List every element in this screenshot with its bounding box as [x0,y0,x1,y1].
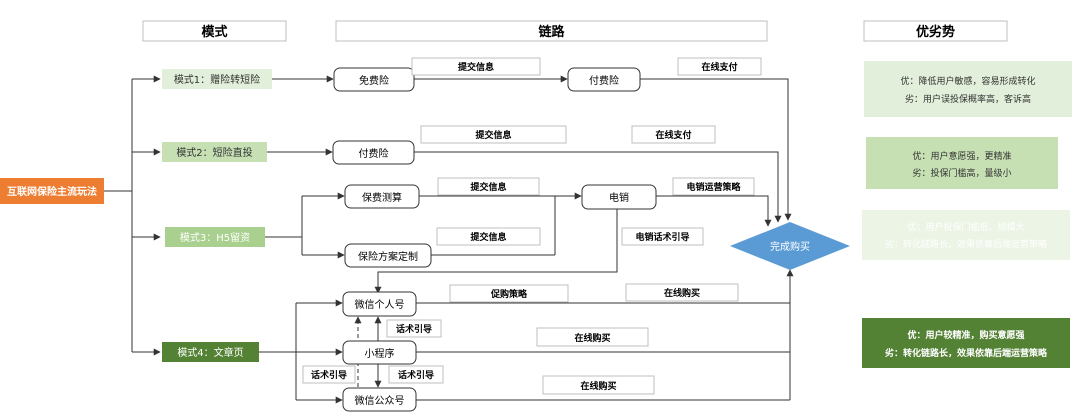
edge-labels: 提交信息 在线支付 提交信息 在线支付 提交信息 电销运营策略 提交信息 电销话… [302,57,762,395]
node-paid-insurance-1: 付费险 [567,67,641,92]
label-script-guide-3: 话术引导 [388,365,444,384]
svg-text:小程序: 小程序 [365,347,395,360]
label-script-guide-1: 话术引导 [386,319,442,338]
svg-text:在线购买: 在线购买 [580,380,616,392]
node-wechat-personal: 微信个人号 [342,291,417,317]
svg-text:微信公众号: 微信公众号 [355,394,405,407]
mode-3-box: 模式3：H5留资 [165,227,265,247]
label-buy-online-2: 在线购买 [536,327,649,347]
svg-text:劣：投保门槛高，量级小: 劣：投保门槛高，量级小 [912,167,1011,179]
root-node: 互联网保险主流玩法 [0,178,104,204]
svg-text:优：用户意愿强，更精准: 优：用户意愿强，更精准 [912,150,1011,162]
label-buy-online-1: 在线购买 [625,283,739,302]
header-chain: 链路 [335,20,768,42]
svg-text:提交信息: 提交信息 [470,231,506,243]
svg-text:保费测算: 保费测算 [362,191,402,204]
flow-lines [259,75,794,404]
svg-text:提交信息: 提交信息 [470,181,506,193]
header-pros-cons: 优劣势 [863,20,1008,42]
svg-text:提交信息: 提交信息 [475,129,511,141]
label-buy-online-3: 在线购买 [542,375,655,395]
label-submit-2: 提交信息 [420,125,567,144]
svg-text:模式3：H5留资: 模式3：H5留资 [180,231,250,244]
label-pay-online-2: 在线支付 [631,125,716,144]
svg-text:劣：转化链路长，效果依靠后端运营策略: 劣：转化链路长，效果依靠后端运营策略 [885,347,1048,359]
label-promo-strategy: 促购策略 [449,284,569,303]
node-free-insurance: 免费险 [333,67,415,92]
svg-text:电销: 电销 [609,191,629,204]
svg-text:模式2：短险直投: 模式2：短险直投 [176,146,252,159]
root-tree-lines [104,75,161,356]
label-tele-script: 电销话术引导 [621,227,704,246]
svg-text:在线支付: 在线支付 [701,61,737,73]
node-premium-calc: 保费测算 [344,184,420,209]
node-purchase-done: 完成购买 [730,222,850,270]
label-submit-4: 提交信息 [436,227,541,246]
svg-text:免费险: 免费险 [359,74,389,87]
svg-text:劣：转化链路长，效果依靠后端运营策略: 劣：转化链路长，效果依靠后端运营策略 [885,238,1047,250]
node-paid-insurance-2: 付费险 [332,140,415,165]
svg-text:微信个人号: 微信个人号 [355,298,405,311]
label-pay-online-1: 在线支付 [677,57,762,76]
pros-cons-1: 优：降低用户敏感，容易形成转化 劣：用户误投保概率高，客诉高 [864,61,1072,117]
header-mode: 模式 [142,20,287,42]
label-submit-3: 提交信息 [437,177,540,196]
svg-text:在线支付: 在线支付 [655,129,691,141]
svg-text:提交信息: 提交信息 [458,61,494,73]
svg-text:付费险: 付费险 [589,74,619,87]
svg-text:话术引导: 话术引导 [311,369,347,381]
node-wechat-official: 微信公众号 [342,387,417,412]
svg-text:劣：用户误投保概率高，客诉高: 劣：用户误投保概率高，客诉高 [905,93,1031,105]
svg-text:在线购买: 在线购买 [664,287,700,299]
svg-text:优：降低用户敏感，容易形成转化: 优：降低用户敏感，容易形成转化 [900,75,1035,87]
node-plan-custom: 保险方案定制 [344,243,432,268]
svg-text:电销话术引导: 电销话术引导 [635,231,689,243]
svg-text:付费险: 付费险 [359,147,389,160]
svg-text:链路: 链路 [537,24,565,40]
svg-text:电销运营策略: 电销运营策略 [686,181,741,193]
svg-text:优劣势: 优劣势 [916,24,955,40]
label-submit-1: 提交信息 [411,57,541,76]
svg-text:模式: 模式 [201,24,227,40]
svg-text:优：用户较精准，购买意愿强: 优：用户较精准，购买意愿强 [907,329,1024,341]
svg-text:话术引导: 话术引导 [398,369,434,381]
svg-text:模式1：赠险转短险: 模式1：赠险转短险 [174,73,260,86]
mode-4-box: 模式4：文章页 [162,342,259,362]
node-mini-program: 小程序 [342,340,417,365]
mode-2-box: 模式2：短险直投 [162,142,267,162]
svg-text:话术引导: 话术引导 [396,323,432,335]
node-telesales: 电销 [581,184,657,210]
svg-text:在线购买: 在线购买 [574,332,610,344]
label-tele-strategy: 电销运营策略 [672,177,755,196]
svg-text:优：用户投保门槛低，规模大: 优：用户投保门槛低，规模大 [907,221,1024,233]
svg-text:完成购买: 完成购买 [770,240,810,253]
mode-1-box: 模式1：赠险转短险 [162,69,272,89]
svg-text:促购策略: 促购策略 [490,288,528,300]
svg-text:保险方案定制: 保险方案定制 [358,250,418,263]
label-script-guide-2: 话术引导 [302,365,356,384]
pros-cons-2: 优：用户意愿强，更精准 劣：投保门槛高，量级小 [866,137,1058,189]
pros-cons-4: 优：用户较精准，购买意愿强 劣：转化链路长，效果依靠后端运营策略 [862,318,1070,368]
svg-text:模式4：文章页: 模式4：文章页 [177,346,243,359]
pros-cons-3: 优：用户投保门槛低，规模大 劣：转化链路长，效果依靠后端运营策略 [862,210,1070,260]
svg-text:互联网保险主流玩法: 互联网保险主流玩法 [7,185,97,198]
